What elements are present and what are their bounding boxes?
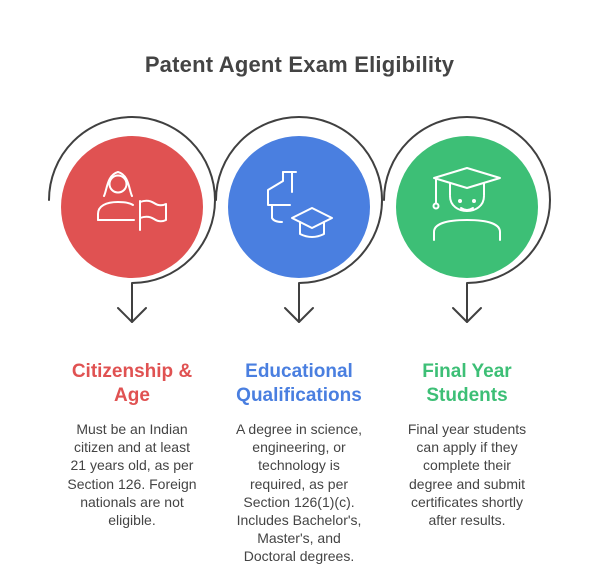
desc-final-year-students: Final year students can apply if they co…	[407, 421, 527, 529]
page-title: Patent Agent Exam Eligibility	[144, 52, 455, 77]
heading-citizenship-age: Citizenship & Age	[71, 361, 193, 406]
arrow-head-2	[284, 307, 314, 323]
arrow-head-1	[117, 307, 147, 323]
desc-citizenship-age: Must be an Indian citizen and at least 2…	[67, 421, 197, 529]
outline-arc-2	[215, 116, 383, 323]
circle-final-year	[396, 136, 538, 278]
heading-final-year-students: Final Year Students	[422, 361, 512, 406]
person-with-flag-icon	[97, 171, 167, 231]
beaker-and-graduation-cap-icon	[267, 171, 333, 238]
outline-arc-3	[383, 116, 551, 323]
desc-educational-qualifications: A degree in science, engineering, or tec…	[235, 421, 363, 565]
arrow-head-3	[452, 307, 482, 323]
circle-citizenship	[61, 136, 203, 278]
graduate-student-icon	[432, 167, 501, 241]
outline-arc-1	[48, 116, 216, 323]
circle-education	[228, 136, 370, 278]
heading-educational-qualifications: Educational Qualifications	[236, 361, 362, 406]
